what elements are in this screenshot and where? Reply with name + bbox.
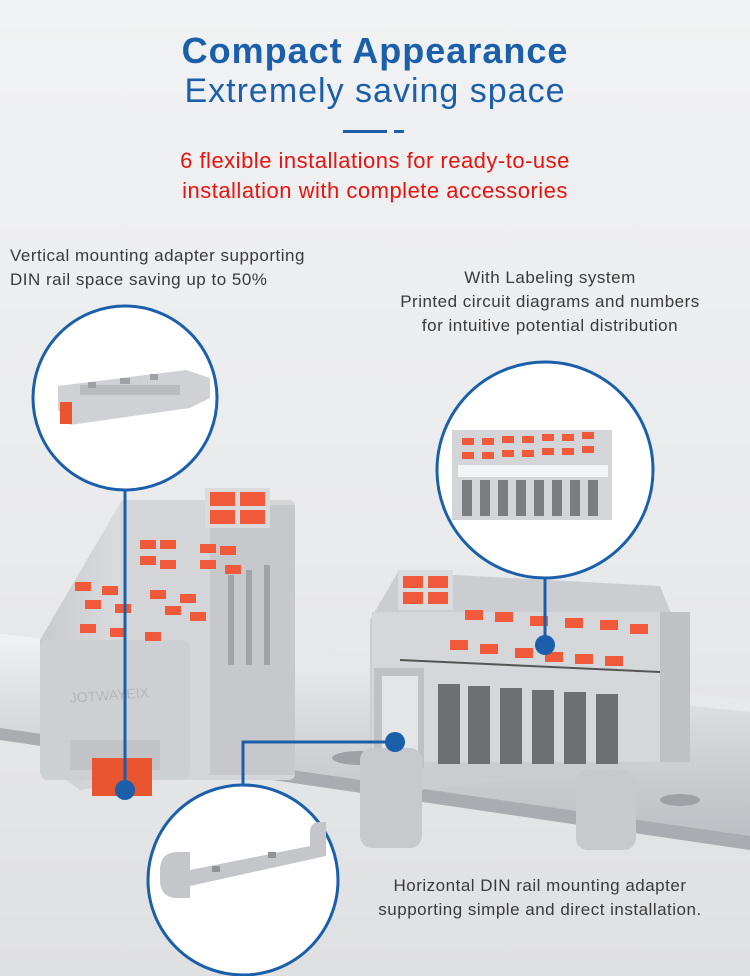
vertical-caption-line-2: DIN rail space saving up to 50% bbox=[10, 270, 268, 289]
callout-dots bbox=[115, 635, 555, 800]
highlight-line-2: installation with complete accessories bbox=[182, 178, 568, 203]
labeling-caption-line-1: With Labeling system bbox=[464, 268, 636, 287]
horizontal-adapter-caption: Horizontal DIN rail mounting adapter sup… bbox=[335, 874, 745, 922]
horizontal-caption-line-2: supporting simple and direct installatio… bbox=[378, 900, 702, 919]
vertical-terminal-block: JOTWAYEIX bbox=[40, 488, 295, 796]
product-marking: JOTWAYEIX bbox=[69, 684, 150, 706]
vertical-caption-line-1: Vertical mounting adapter supporting bbox=[10, 246, 305, 265]
labeling-caption-line-3: for intuitive potential distribution bbox=[421, 316, 679, 335]
vertical-adapter-caption: Vertical mounting adapter supporting DIN… bbox=[10, 244, 305, 292]
labeling-zoom bbox=[435, 360, 655, 580]
labeling-caption: With Labeling system Printed circuit dia… bbox=[355, 266, 745, 338]
page-subtitle: Extremely saving space bbox=[184, 72, 566, 110]
labeling-caption-line-2: Printed circuit diagrams and numbers bbox=[400, 292, 700, 311]
divider-long bbox=[343, 130, 387, 133]
page-title: Compact Appearance bbox=[181, 30, 569, 71]
horizontal-adapter-zoom bbox=[146, 783, 340, 976]
horizontal-caption-line-1: Horizontal DIN rail mounting adapter bbox=[393, 876, 687, 895]
divider-short bbox=[394, 130, 404, 133]
highlight-line-1: 6 flexible installations for ready-to-us… bbox=[180, 148, 570, 173]
vertical-adapter-zoom bbox=[31, 304, 219, 492]
